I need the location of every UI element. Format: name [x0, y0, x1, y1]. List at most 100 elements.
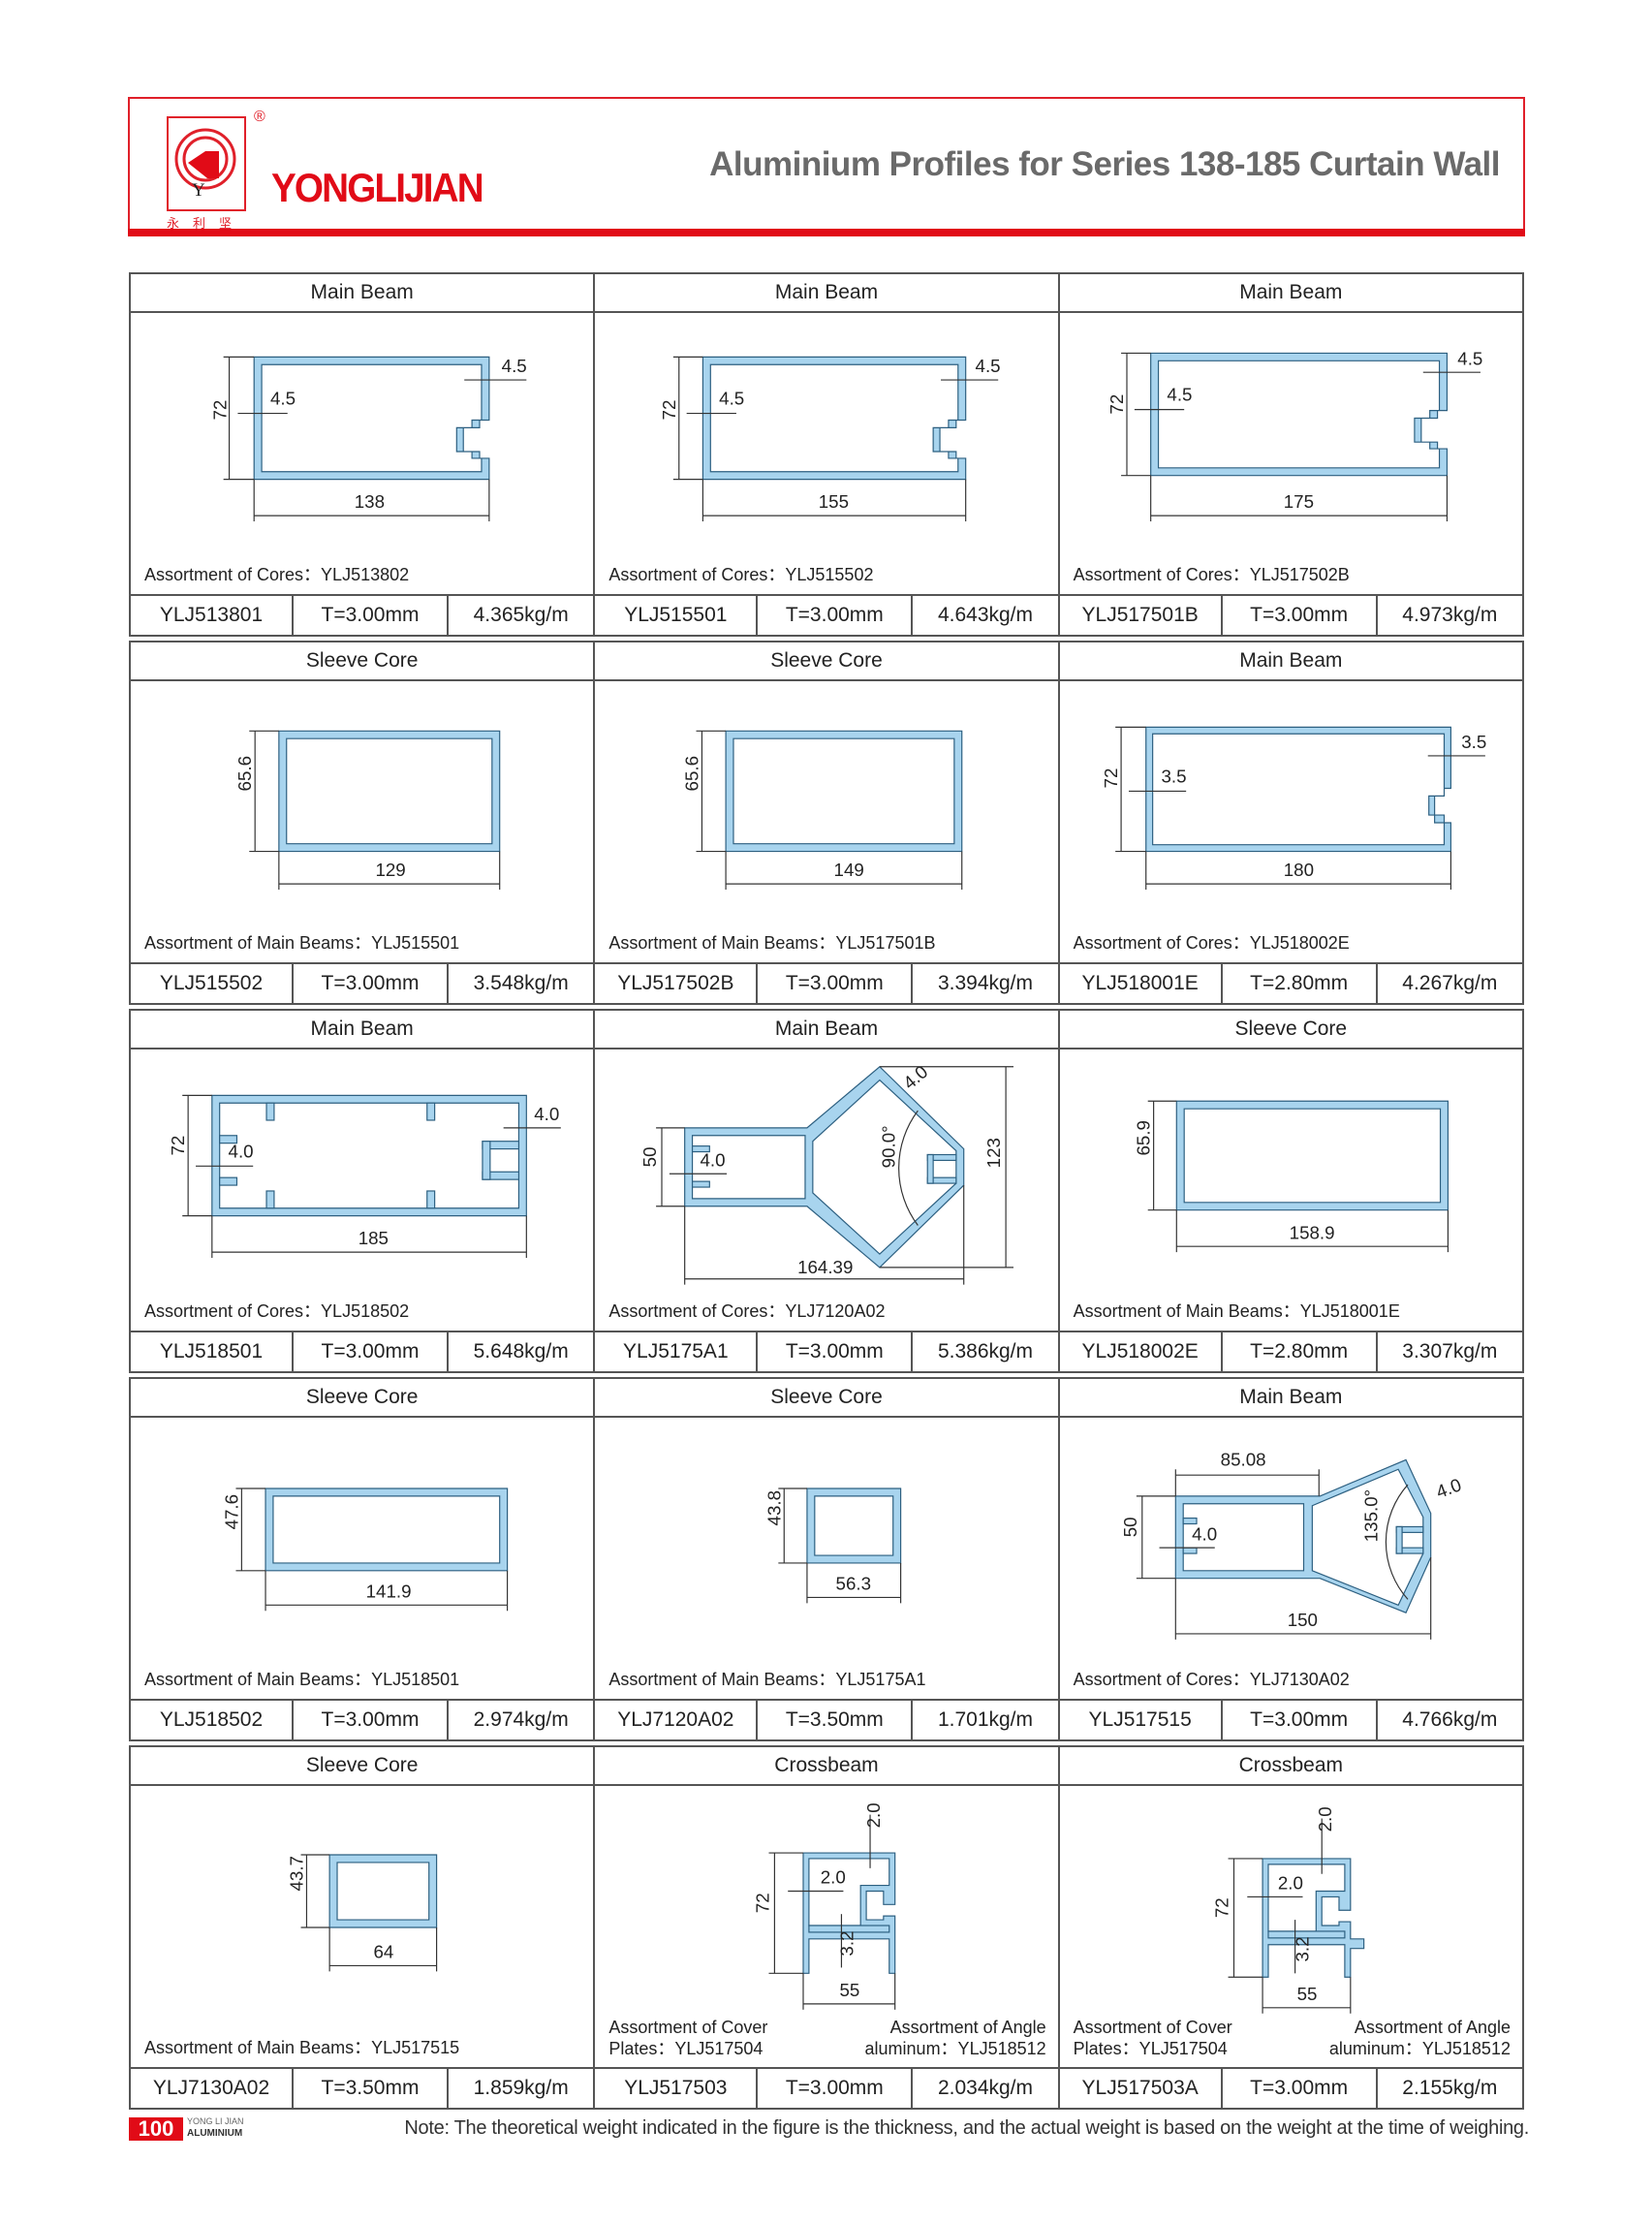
profile-title: Main Beam	[1059, 274, 1522, 313]
page-header: Y ® 永利坚 YONGLIJIAN Aluminium Profiles fo…	[128, 97, 1525, 233]
profile-drawing: 72 4.0 4.0 185 Assortment of Cores：YLJ51…	[131, 1049, 593, 1331]
svg-text:72: 72	[168, 1136, 188, 1156]
profile-specs: YLJ517503 T=3.00mm 2.034kg/m	[595, 2067, 1058, 2108]
profile-thickness: T=3.00mm	[1223, 2069, 1378, 2108]
profile-weight: 4.643kg/m	[937, 604, 1034, 626]
profile-drawing: 47.6 141.9 Assortment of Main Beams：YLJ5…	[131, 1418, 593, 1699]
profile-drawing: 43.8 56.3 Assortment of Main Beams：YLJ51…	[595, 1418, 1057, 1699]
profile-specs: YLJ515501 T=3.00mm 4.643kg/m	[595, 594, 1058, 635]
profile-code: YLJ518002E	[1060, 1332, 1223, 1371]
profile-cell: Sleeve Core 65.6 149 Assortment of Main …	[595, 642, 1060, 1003]
profile-thickness: T=3.00mm	[758, 964, 914, 1003]
assortment-note: Assortment of Cores：YLJ518502	[144, 1301, 410, 1321]
profile-cell: Main Beam 50 4.0 4.0 90.0° 123 164.39	[595, 1011, 1060, 1371]
svg-text:135.0°: 135.0°	[1360, 1489, 1381, 1542]
assortment-note: Assortment of Main Beams：YLJ517501B	[608, 933, 936, 953]
svg-text:65.6: 65.6	[234, 756, 255, 791]
profile-weight: 2.034kg/m	[937, 2077, 1034, 2099]
profile-cell: Main Beam 72 4.5 4.5 138 Assortment of C…	[131, 274, 596, 635]
profile-code: YLJ7130A02	[131, 2069, 294, 2108]
profile-cell: Crossbeam 72 2.0 2.0 3.2 55 Assortment o…	[595, 1747, 1060, 2108]
assortment-note: Assortment of Cores：YLJ518002E	[1073, 933, 1350, 953]
profile-code: YLJ518502	[131, 1701, 294, 1739]
svg-text:158.9: 158.9	[1289, 1222, 1334, 1242]
profile-thickness: T=3.00mm	[294, 1332, 449, 1371]
profile-weight: 2.155kg/m	[1402, 2077, 1498, 2099]
profile-cell: Sleeve Core 47.6 141.9 Assortment of Mai…	[131, 1379, 596, 1739]
svg-text:2.0: 2.0	[1278, 1873, 1303, 1894]
profile-thickness: T=3.00mm	[294, 596, 449, 635]
profile-weight: 1.701kg/m	[937, 1708, 1034, 1731]
profile-specs: YLJ515502 T=3.00mm 3.548kg/m	[131, 962, 594, 1003]
svg-text:3.2: 3.2	[837, 1931, 857, 1957]
assortment-note: Assortment of Main Beams：YLJ5175A1	[608, 1670, 926, 1689]
profile-cell: Main Beam 72 3.5 3.5 180 Assortment of C…	[1059, 642, 1522, 1003]
assortment-note: Assortment of Main Beams：YLJ518501	[144, 1670, 460, 1689]
profile-thickness: T=3.00mm	[758, 2069, 914, 2108]
profile-specs: YLJ5175A1 T=3.00mm 5.386kg/m	[595, 1331, 1058, 1371]
svg-text:4.5: 4.5	[976, 356, 1001, 376]
profile-code: YLJ517503A	[1060, 2069, 1223, 2108]
weight-note: Note: The theoretical weight indicated i…	[404, 2117, 1529, 2139]
grid-row: Main Beam 72 4.0 4.0 185 Assortment of C…	[129, 1009, 1524, 1373]
profile-specs: YLJ7130A02 T=3.50mm 1.859kg/m	[131, 2067, 594, 2108]
svg-text:4.0: 4.0	[229, 1141, 254, 1161]
logo-icon: Y	[167, 116, 246, 211]
profile-thickness: T=3.00mm	[758, 1332, 914, 1371]
profiles-grid: Main Beam 72 4.5 4.5 138 Assortment of C…	[129, 272, 1524, 2114]
profile-drawing: 43.7 64 Assortment of Main Beams：YLJ5175…	[131, 1786, 593, 2067]
profile-drawing: 72 4.5 4.5 175 Assortment of Cores：YLJ51…	[1060, 313, 1522, 594]
assortment-note: Assortment of Cores：YLJ515502	[608, 565, 874, 584]
profile-weight: 4.267kg/m	[1402, 972, 1498, 994]
svg-text:4.0: 4.0	[534, 1104, 559, 1124]
profile-cell: Main Beam 72 4.5 4.5 175 Assortment of C…	[1059, 274, 1522, 635]
profile-weight: 4.973kg/m	[1402, 604, 1498, 626]
svg-text:50: 50	[639, 1146, 660, 1167]
profile-cell: Crossbeam 72 2.0 2.0 3.2 55 Assortment o…	[1059, 1747, 1522, 2108]
profile-title: Main Beam	[595, 274, 1058, 313]
profile-title: Crossbeam	[1059, 1747, 1522, 1786]
profile-title: Main Beam	[595, 1011, 1058, 1049]
profile-title: Sleeve Core	[1059, 1011, 1522, 1049]
svg-text:4.0: 4.0	[899, 1061, 931, 1093]
profile-weight: 1.859kg/m	[473, 2077, 569, 2099]
assortment-note: Assortment of Main Beams：YLJ518001E	[1073, 1301, 1400, 1321]
assortment-note: Assortment of Main Beams：YLJ515501	[144, 933, 460, 953]
profile-thickness: T=2.80mm	[1223, 1332, 1378, 1371]
svg-text:4.5: 4.5	[502, 356, 527, 376]
profile-specs: YLJ517501B T=3.00mm 4.973kg/m	[1059, 594, 1522, 635]
svg-text:65.9: 65.9	[1133, 1120, 1153, 1155]
grid-row: Sleeve Core 43.7 64 Assortment of Main B…	[129, 1745, 1524, 2110]
svg-text:180: 180	[1283, 860, 1313, 880]
assortment-note: Assortment of Cores：YLJ7130A02	[1073, 1670, 1350, 1689]
header-divider	[128, 229, 1525, 236]
profile-cell: Sleeve Core 65.6 129 Assortment of Main …	[131, 642, 596, 1003]
profile-thickness: T=3.00mm	[1223, 1701, 1378, 1739]
profile-weight: 4.766kg/m	[1402, 1708, 1498, 1731]
profile-title: Main Beam	[1059, 1379, 1522, 1418]
assortment-note: Assortment of Cores：YLJ7120A02	[608, 1301, 886, 1321]
svg-text:50: 50	[1120, 1517, 1140, 1537]
profile-weight: 3.548kg/m	[473, 972, 569, 994]
profile-thickness: T=3.00mm	[1223, 596, 1378, 635]
profile-specs: YLJ517515 T=3.00mm 4.766kg/m	[1059, 1699, 1522, 1739]
profile-cell: Main Beam 85.08 50 4.0 4.0 135.0° 150	[1059, 1379, 1522, 1739]
profile-title: Sleeve Core	[595, 1379, 1058, 1418]
svg-text:85.08: 85.08	[1220, 1449, 1265, 1469]
profile-code: YLJ515502	[131, 964, 294, 1003]
profile-thickness: T=3.00mm	[294, 1701, 449, 1739]
registered-mark: ®	[254, 109, 265, 125]
svg-text:4.0: 4.0	[701, 1149, 726, 1170]
assortment-note: Assortment of Cores：YLJ517502B	[1073, 565, 1350, 584]
grid-row: Sleeve Core 47.6 141.9 Assortment of Mai…	[129, 1377, 1524, 1741]
svg-text:155: 155	[819, 491, 849, 512]
svg-text:4.5: 4.5	[270, 389, 296, 409]
svg-text:72: 72	[1101, 768, 1121, 789]
profile-weight: 4.365kg/m	[473, 604, 569, 626]
